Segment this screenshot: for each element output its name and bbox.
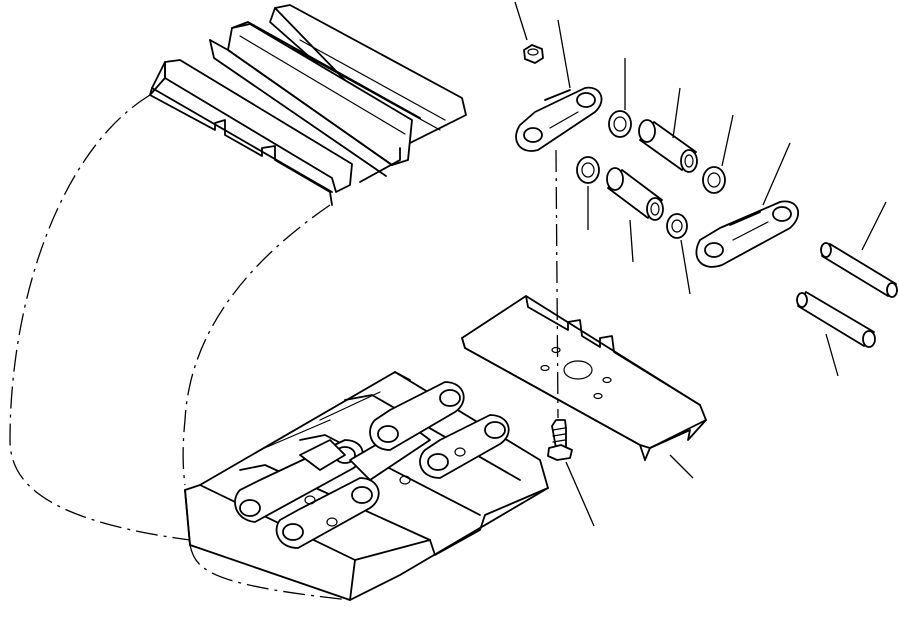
hex-nut-icon [514, 1, 544, 64]
track-shoe-icon [461, 295, 707, 479]
seal-ring-icon [608, 58, 632, 138]
bolt-icon [547, 419, 595, 527]
assembly-axis-line [555, 149, 559, 419]
track-loop-outline [9, 94, 351, 601]
track-link-icon [695, 142, 800, 268]
track-link-icon [515, 19, 603, 152]
seal-ring-icon [702, 114, 734, 194]
bushing-icon [606, 167, 664, 263]
seal-ring-icon [576, 156, 600, 230]
bushing-icon [638, 87, 698, 173]
track-chain [234, 381, 510, 549]
pin-icon [796, 291, 876, 377]
pin-icon [820, 201, 898, 298]
upper-track-shoes [149, 4, 467, 206]
seal-ring-icon [666, 213, 691, 295]
